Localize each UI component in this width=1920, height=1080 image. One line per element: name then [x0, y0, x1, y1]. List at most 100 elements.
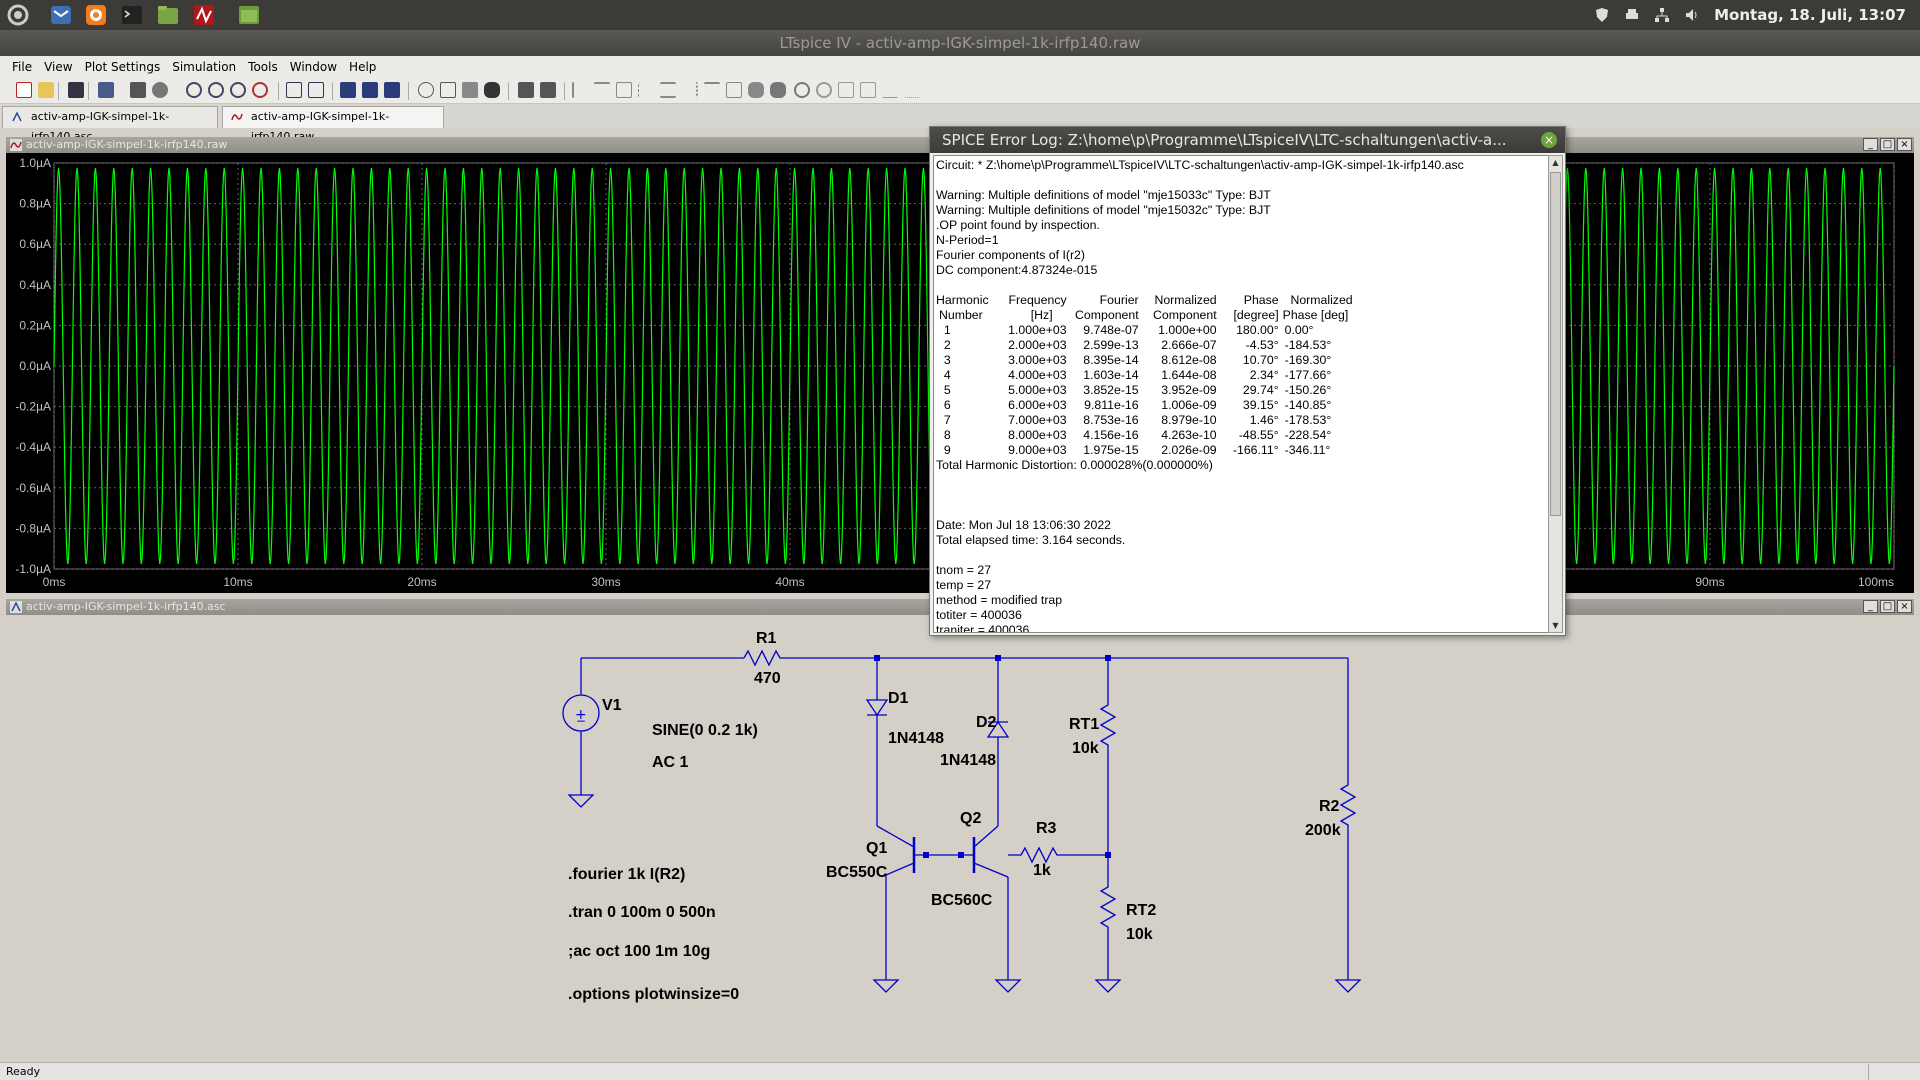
- minimize-button[interactable]: _: [1863, 138, 1878, 151]
- scroll-down-arrow-icon[interactable]: ▼: [1552, 621, 1559, 630]
- menu-window[interactable]: Window: [289, 60, 338, 74]
- tab-schematic[interactable]: activ-amp-IGK-simpel-1k-irfp140.asc: [2, 106, 218, 143]
- clock[interactable]: Montag, 18. Juli, 13:07: [1714, 6, 1906, 24]
- mail-icon[interactable]: [49, 3, 73, 27]
- maximize-button[interactable]: □: [1880, 600, 1895, 613]
- close-icon[interactable]: ×: [1541, 132, 1557, 148]
- drag-icon[interactable]: [770, 82, 786, 98]
- open-icon[interactable]: [38, 82, 54, 98]
- diode-d1[interactable]: [865, 699, 889, 717]
- inductor-icon[interactable]: [682, 82, 698, 98]
- cursor-icon[interactable]: [308, 82, 324, 98]
- resistor-icon[interactable]: [638, 82, 654, 98]
- paste-icon[interactable]: [462, 82, 478, 98]
- cut-icon[interactable]: [418, 82, 434, 98]
- tile-horizontal-icon[interactable]: [340, 82, 356, 98]
- undo-icon[interactable]: [794, 82, 810, 98]
- q2-value[interactable]: BC560C: [931, 892, 993, 909]
- firefox-icon[interactable]: [84, 3, 108, 27]
- save-icon[interactable]: [68, 82, 84, 98]
- maximize-button[interactable]: □: [1880, 138, 1895, 151]
- diode-icon[interactable]: [704, 82, 720, 98]
- move-icon[interactable]: [748, 82, 764, 98]
- control-panel-icon[interactable]: [98, 82, 114, 98]
- tab-waveform[interactable]: activ-amp-IGK-simpel-1k-irfp140.raw: [222, 106, 444, 143]
- zoom-in-icon[interactable]: [186, 82, 202, 98]
- zoom-out-icon[interactable]: [230, 82, 246, 98]
- r2-label[interactable]: R2: [1319, 798, 1340, 815]
- schematic-drawing[interactable]: + − R1 470 V1 SINE(0 0.2 1k) AC 1 D1 1N4…: [6, 615, 1914, 1055]
- d1-label[interactable]: D1: [888, 690, 909, 707]
- autorange-icon[interactable]: [286, 82, 302, 98]
- wire-icon[interactable]: [572, 82, 588, 98]
- component-icon[interactable]: [726, 82, 742, 98]
- d2-value[interactable]: 1N4148: [940, 752, 996, 769]
- q1-label[interactable]: Q1: [866, 840, 887, 857]
- new-schematic-icon[interactable]: [16, 82, 32, 98]
- r3-value[interactable]: 1k: [1033, 862, 1051, 879]
- rt2-label[interactable]: RT2: [1126, 902, 1156, 919]
- scrollbar-thumb[interactable]: [1550, 172, 1561, 516]
- error-log-text[interactable]: Circuit: * Z:\home\p\Programme\LTspiceIV…: [933, 155, 1550, 633]
- v1-ac-spec[interactable]: AC 1: [652, 754, 689, 771]
- menu-plot-settings[interactable]: Plot Settings: [84, 60, 161, 74]
- menu-view[interactable]: View: [44, 60, 73, 74]
- r1-value[interactable]: 470: [754, 670, 781, 687]
- menu-help[interactable]: Help: [349, 60, 377, 74]
- schematic-canvas[interactable]: + − R1 470 V1 SINE(0 0.2 1k) AC 1 D1 1N4…: [6, 615, 1914, 1055]
- menu-file[interactable]: File: [12, 60, 33, 74]
- folder-icon[interactable]: [237, 3, 261, 27]
- redo-icon[interactable]: [816, 82, 832, 98]
- label-icon[interactable]: [616, 82, 632, 98]
- spice-directive-options[interactable]: .options plotwinsize=0: [568, 986, 739, 1003]
- r2-value[interactable]: 200k: [1305, 822, 1341, 839]
- q2-label[interactable]: Q2: [960, 810, 981, 827]
- files-icon[interactable]: [156, 3, 180, 27]
- ltspice-icon[interactable]: [192, 3, 216, 27]
- menu-tools[interactable]: Tools: [248, 60, 278, 74]
- d2-label[interactable]: D2: [976, 714, 997, 731]
- ground-icon[interactable]: [594, 82, 610, 98]
- r1-label[interactable]: R1: [756, 630, 777, 647]
- text-icon[interactable]: [882, 82, 898, 98]
- error-log-scrollbar[interactable]: ▲ ▼: [1548, 155, 1563, 633]
- rt1-value[interactable]: 10k: [1072, 740, 1099, 757]
- minimize-button[interactable]: _: [1863, 600, 1878, 613]
- zoom-pan-icon[interactable]: [208, 82, 224, 98]
- spice-comment-ac[interactable]: ;ac oct 100 1m 10g: [568, 943, 710, 960]
- rotate-icon[interactable]: [838, 82, 854, 98]
- q1-value[interactable]: BC550C: [826, 864, 888, 881]
- copy-icon[interactable]: [440, 82, 456, 98]
- ubuntu-dash-icon[interactable]: [6, 3, 30, 27]
- close-button[interactable]: ×: [1897, 138, 1912, 151]
- rt1-label[interactable]: RT1: [1069, 716, 1099, 733]
- menu-simulation[interactable]: Simulation: [172, 60, 237, 74]
- r3-label[interactable]: R3: [1036, 820, 1057, 837]
- scroll-up-arrow-icon[interactable]: ▲: [1552, 158, 1559, 167]
- spice-directive-icon[interactable]: [904, 82, 920, 98]
- zoom-fit-icon[interactable]: [252, 82, 268, 98]
- print-preview-icon[interactable]: [540, 82, 556, 98]
- resistor-r3[interactable]: [1008, 846, 1108, 864]
- cascade-icon[interactable]: [384, 82, 400, 98]
- tile-vertical-icon[interactable]: [362, 82, 378, 98]
- volume-icon[interactable]: [1684, 7, 1700, 23]
- resistor-r2[interactable]: [1339, 658, 1357, 980]
- terminal-icon[interactable]: [120, 3, 144, 27]
- d1-value[interactable]: 1N4148: [888, 730, 944, 747]
- close-button[interactable]: ×: [1897, 600, 1912, 613]
- resistor-rt1[interactable]: [1099, 658, 1117, 875]
- v1-source-spec[interactable]: SINE(0 0.2 1k): [652, 722, 758, 739]
- resistor-rt2[interactable]: [1099, 875, 1117, 980]
- printer-icon[interactable]: [1624, 7, 1640, 23]
- run-icon[interactable]: [130, 82, 146, 98]
- shield-icon[interactable]: [1594, 7, 1610, 23]
- resistor-r1[interactable]: [743, 649, 784, 667]
- capacitor-icon[interactable]: [660, 82, 676, 98]
- halt-icon[interactable]: [152, 82, 168, 98]
- print-icon[interactable]: [518, 82, 534, 98]
- spice-directive-fourier[interactable]: .fourier 1k I(R2): [568, 866, 685, 883]
- v1-label[interactable]: V1: [602, 697, 622, 714]
- network-icon[interactable]: [1654, 7, 1670, 23]
- mirror-icon[interactable]: [860, 82, 876, 98]
